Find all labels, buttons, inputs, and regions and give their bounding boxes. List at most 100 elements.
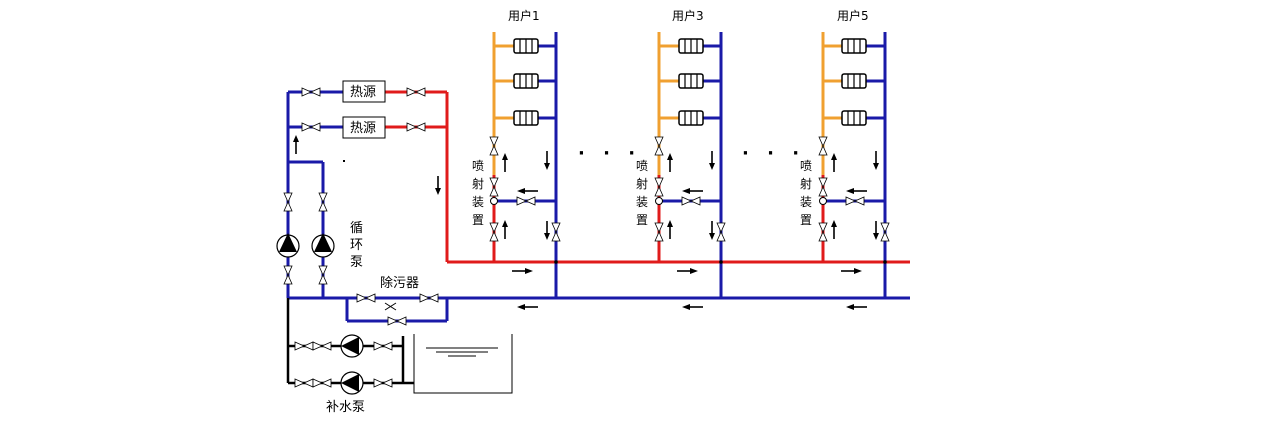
ejector-label-3a: 喷 [636,159,648,173]
flow-arrow-left-icon [516,187,539,195]
valve-icon [818,177,828,197]
radiator-icon [513,73,539,89]
circulation-pump-icon [311,233,335,258]
flow-arrow-right-icon [676,267,699,275]
main-pipes: 除污器 [288,260,910,326]
valve-icon [283,192,293,212]
valve-icon [716,222,726,242]
ejector-label-5c: 装 [800,195,812,209]
flow-arrow-left-icon [516,303,539,311]
heat-source-label-1: 热源 [350,85,376,100]
valve-icon [318,192,328,212]
radiator-icon [678,38,704,54]
flow-arrow-up-icon [292,134,300,155]
valve-icon [818,222,828,242]
ejector-label-1c: 装 [472,195,484,209]
flow-arrow-left-icon [681,303,704,311]
valve-icon [654,136,664,156]
decontaminator-icon [384,302,397,311]
flow-arrow-down-icon [872,220,880,241]
flow-arrow-down-icon [543,150,551,171]
valve-icon [312,378,332,388]
flow-arrow-down-icon [543,220,551,241]
decontaminator-label: 除污器 [380,276,419,291]
valve-icon [406,87,426,97]
user-label-5: 用户5 [837,8,869,23]
valve-icon [406,122,426,132]
ejector-label-1a: 喷 [472,159,484,173]
valve-icon [387,316,407,326]
makeup-water-section: 补水泵 [286,298,513,415]
radiator-icon [841,73,867,89]
makeup-pump-icon [340,371,364,395]
heat-source-box-2 [342,116,386,139]
valve-icon [681,196,701,206]
flow-arrow-up-icon [666,219,674,240]
flow-arrow-right-icon [511,267,534,275]
makeup-pump-icon [340,334,364,358]
flow-arrow-down-icon [872,150,880,171]
ejector-label-1b: 射 [472,176,484,191]
valve-icon [301,87,321,97]
radiator-icon [678,73,704,89]
valve-icon [818,136,828,156]
ejector-icon [490,197,498,205]
valve-icon [516,196,536,206]
valve-icon [654,177,664,197]
valve-icon [489,222,499,242]
water-tank-icon [413,334,513,394]
valve-icon [489,136,499,156]
flow-arrow-left-icon [681,187,704,195]
valve-icon [294,341,314,351]
valve-icon [301,122,321,132]
user-label-3: 用户3 [672,8,704,23]
circulation-pump-icon [276,233,300,258]
makeup-pump-label: 补水泵 [326,400,365,415]
valve-icon [551,222,561,242]
ejector-label-3d: 置 [636,213,648,227]
user-unit-1: 用户1 喷 射 装 置 [472,8,561,311]
ejector-icon [655,197,663,205]
circulation-pump-label-2: 环 [350,238,363,253]
flow-arrow-right-icon [840,267,863,275]
user-unit-5: 用户5 喷 射 装 置 [800,8,890,311]
flow-arrow-down-icon [708,150,716,171]
dot-mark [343,160,345,162]
junction-dot [883,260,887,264]
flow-arrow-up-icon [501,219,509,240]
flow-arrow-left-icon [845,303,868,311]
radiator-icon [841,38,867,54]
radiator-icon [513,110,539,126]
heat-source-section: 热源 热源 循 环 泵 [276,80,449,298]
valve-icon [654,222,664,242]
ejector-label-5b: 射 [800,176,812,191]
heat-source-label-2: 热源 [350,121,376,136]
radiator-icon [678,110,704,126]
valve-icon [318,265,328,285]
radiator-icon [841,110,867,126]
flow-arrow-down-icon [708,220,716,241]
ejector-label-5d: 置 [800,213,812,227]
user-label-1: 用户1 [508,8,540,23]
flow-arrow-up-icon [666,152,674,173]
user-unit-3: 用户3 喷 射 装 置 [636,8,726,311]
ejector-label-1d: 置 [472,213,484,227]
flow-arrow-up-icon [830,219,838,240]
ejector-label-5a: 喷 [800,159,812,173]
valve-icon [312,341,332,351]
circulation-pump-label-3: 泵 [350,255,363,270]
valve-icon [356,293,376,303]
junction-dot [719,260,723,264]
ejector-label-3b: 射 [636,176,648,191]
valve-icon [880,222,890,242]
circulation-pump-label-1: 循 [350,221,363,236]
ellipsis-1: · · · [578,143,641,164]
flow-arrow-down-icon [434,175,442,196]
radiator-icon [513,38,539,54]
ejector-icon [819,197,827,205]
valve-icon [845,196,865,206]
valve-icon [294,378,314,388]
flow-arrow-left-icon [845,187,868,195]
flow-arrow-up-icon [501,152,509,173]
